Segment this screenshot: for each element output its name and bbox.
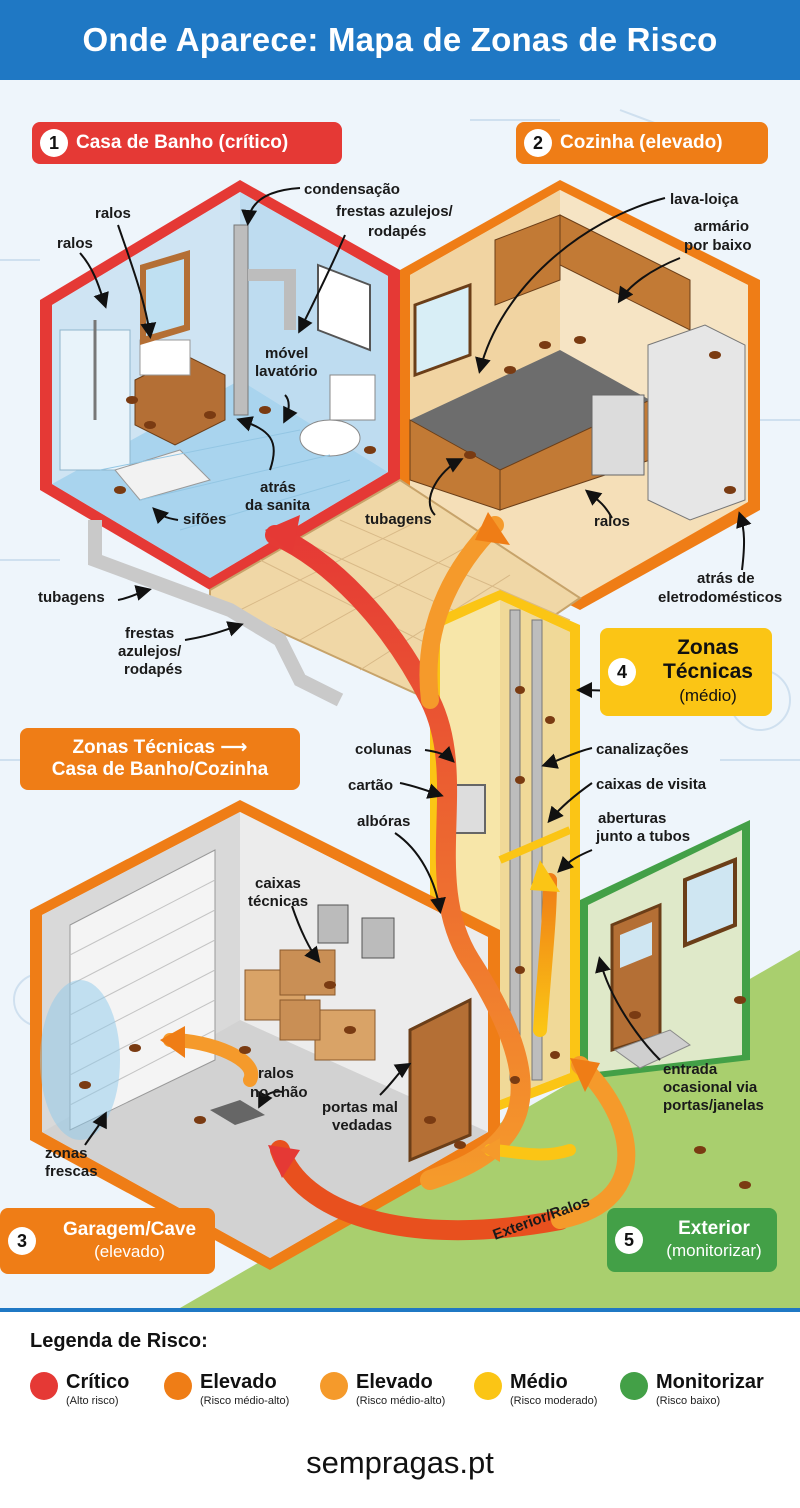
legend-title: Legenda de Risco: (30, 1330, 208, 1352)
zone-label: Cozinha (elevado) (560, 132, 723, 153)
zone-tag-kitchen: 2 Cozinha (elevado) (516, 122, 768, 164)
path-tag-line1: Zonas Técnicas ⟶ (72, 737, 248, 758)
legend-dot (620, 1372, 648, 1400)
annotations: condensação ralos ralos frestas azulejos… (38, 181, 782, 1244)
zone-sublabel: (monitorizar) (666, 1241, 762, 1260)
legend-dot (474, 1372, 502, 1400)
exterior-zone (580, 820, 750, 1080)
label-atras-sanita-1: atrás (260, 479, 296, 496)
flow-arrows (160, 512, 636, 1241)
label-lava-loica: lava-loiça (670, 191, 739, 208)
zone-tag-path: Zonas Técnicas ⟶ Casa de Banho/Cozinha (20, 728, 300, 790)
label-eletro-1: atrás de (697, 570, 755, 587)
label-condensacao: condensação (304, 181, 400, 198)
label-caixas-tecnicas-1: caixas (255, 875, 301, 892)
zone-number: 4 (608, 658, 636, 686)
label-portas-1: portas mal (322, 1099, 398, 1116)
label-tubagens-bath: tubagens (38, 589, 105, 606)
label-canalizacoes: canalizações (596, 741, 689, 758)
label-zonas-frescas-2: frescas (45, 1163, 98, 1180)
risk-zone-map: condensação ralos ralos frestas azulejos… (0, 80, 800, 1308)
zone-label: Garagem/Cave (62, 1219, 197, 1240)
label-frestas-bath-1: frestas azulejos/ (336, 203, 454, 220)
label-entrada-2: ocasional via (663, 1079, 758, 1096)
label-ralos-chao-2: no chão (250, 1084, 308, 1101)
zone-number: 5 (615, 1226, 643, 1254)
zone-label: Casa de Banho (crítico) (76, 132, 289, 153)
label-alboras: albóras (357, 813, 410, 830)
legend-sub: (Risco médio-alto) (200, 1395, 290, 1407)
zone-tag-technical: 4 Zonas Técnicas (médio) (600, 628, 772, 716)
site-link[interactable]: sempragas.pt (306, 1445, 494, 1480)
label-ralos-bath-2: ralos (57, 235, 93, 252)
label-ralos-chao-1: ralos (258, 1065, 294, 1082)
legend-item: Elevado (Risco médio-alto) (320, 1370, 445, 1408)
legend-sub: (Risco moderado) (510, 1395, 598, 1407)
legend-dot (30, 1372, 58, 1400)
legend-item: Elevado (Risco médio-alto) (164, 1370, 289, 1408)
zone-number: 1 (40, 129, 68, 157)
label-aberturas-2: junto a tubos (595, 828, 690, 845)
legend-name: Médio (510, 1371, 568, 1393)
label-portas-2: vedadas (332, 1117, 392, 1134)
garage-zone (30, 800, 500, 1270)
label-tubagens-kitchen: tubagens (365, 511, 432, 528)
label-atras-sanita-2: da sanita (245, 497, 311, 514)
zone-tag-bathroom: 1 Casa de Banho (crítico) (32, 122, 342, 164)
label-caixas-tecnicas-2: técnicas (248, 893, 308, 910)
label-aberturas-1: aberturas (598, 810, 666, 827)
label-zonas-frescas-1: zonas (45, 1145, 88, 1162)
label-movel-2: lavatório (255, 363, 318, 380)
zone-number: 3 (8, 1227, 36, 1255)
label-frestas-bath-2: rodapés (368, 223, 426, 240)
page-title: Onde Aparece: Mapa de Zonas de Risco (0, 0, 800, 80)
zone-number: 2 (524, 129, 552, 157)
legend-item: Monitorizar (Risco baixo) (620, 1370, 764, 1408)
legend-item: Médio (Risco moderado) (474, 1370, 597, 1408)
legend-sub: (Risco baixo) (656, 1395, 721, 1407)
drain-pipe (88, 520, 344, 707)
label-entrada-3: portas/janelas (663, 1097, 764, 1114)
zone-label: Zonas Técnicas (663, 636, 753, 683)
leader-lines (79, 187, 752, 1146)
label-entrada-1: entrada (663, 1061, 718, 1078)
label-frestas-floor-1: frestas (125, 625, 174, 642)
label-colunas: colunas (355, 741, 412, 758)
zone-sublabel: (elevado) (94, 1242, 165, 1261)
legend-name: Crítico (66, 1371, 130, 1393)
zone-label: Exterior (678, 1218, 750, 1239)
label-frestas-floor-2: azulejos/ (118, 643, 182, 660)
label-movel-1: móvel (265, 345, 308, 362)
legend-item: Crítico (Alto risco) (30, 1370, 129, 1408)
label-frestas-floor-3: rodapés (124, 661, 182, 678)
label-armario-2: por baixo (684, 237, 752, 254)
zone-tag-garage: 3 Garagem/Cave (elevado) (0, 1208, 215, 1274)
label-caixas-visita: caixas de visita (596, 776, 707, 793)
zone-sublabel: (médio) (679, 686, 737, 705)
legend-sub: (Risco médio-alto) (356, 1395, 446, 1407)
legend: Legenda de Risco: Crítico (Alto risco) El… (0, 1312, 800, 1508)
zone-tag-exterior: 5 Exterior (monitorizar) (607, 1208, 777, 1272)
label-eletro-2: eletrodomésticos (658, 589, 782, 606)
label-sifoes: sifões (183, 511, 226, 528)
legend-name: Elevado (200, 1371, 277, 1393)
legend-dot (164, 1372, 192, 1400)
legend-name: Elevado (356, 1371, 433, 1393)
cockroaches (79, 336, 751, 1189)
label-ralos-kitchen: ralos (594, 513, 630, 530)
label-cartao: cartão (348, 777, 393, 794)
path-tag-line2: Casa de Banho/Cozinha (51, 759, 269, 780)
legend-sub: (Alto risco) (66, 1395, 119, 1407)
legend-name: Monitorizar (656, 1371, 764, 1393)
label-armario-1: armário (694, 218, 749, 235)
legend-dot (320, 1372, 348, 1400)
legend-divider (0, 1308, 800, 1312)
bathroom-zone (40, 180, 400, 590)
label-ralos-bath-1: ralos (95, 205, 131, 222)
